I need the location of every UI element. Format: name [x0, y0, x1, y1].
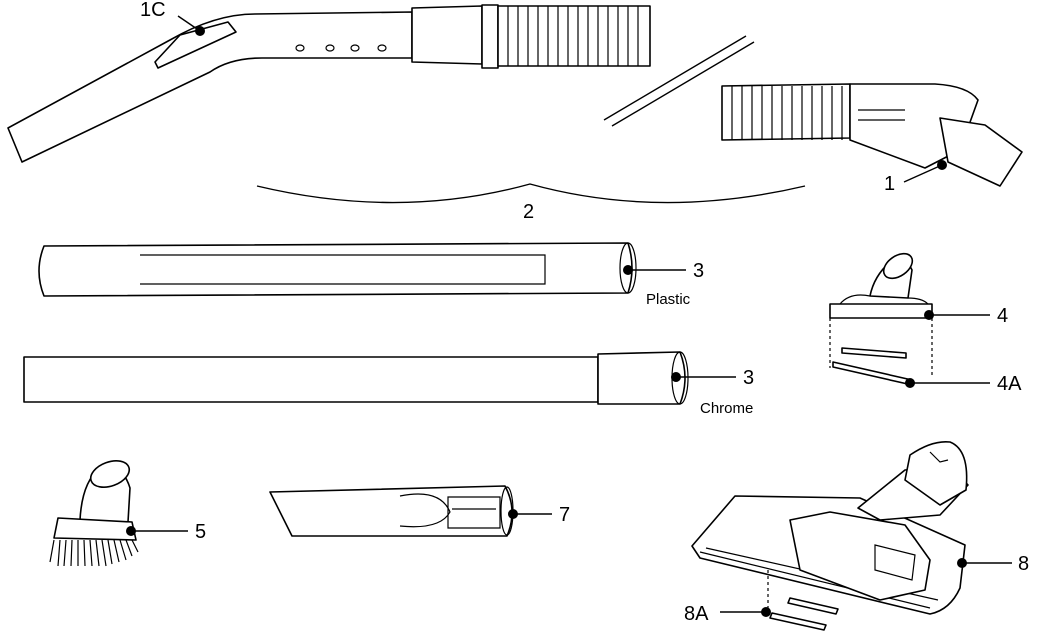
hose-swivel-end — [721, 83, 1023, 187]
label-7: 7 — [559, 504, 570, 526]
label-4a: 4A — [997, 373, 1022, 395]
upholstery-tool — [829, 252, 933, 319]
callout-line-1 — [903, 164, 943, 183]
label-4: 4 — [997, 305, 1008, 327]
crevice-tool — [269, 485, 514, 537]
label-3-chrome: 3 — [743, 367, 754, 389]
hose-break-line — [603, 35, 755, 127]
brush-strip-lower — [832, 361, 913, 386]
hose-wand-handle — [7, 4, 651, 163]
label-3-plastic: 3 — [693, 260, 704, 282]
label-3-plastic-material: Plastic — [646, 291, 691, 308]
extension-wand-plastic — [38, 242, 637, 297]
nozzle-strip-upper — [787, 597, 839, 615]
label-3-chrome-material: Chrome — [700, 400, 753, 417]
floor-nozzle — [691, 440, 969, 615]
hose-brace — [256, 183, 806, 204]
label-2: 2 — [523, 201, 534, 223]
label-8a: 8A — [684, 603, 709, 625]
label-8: 8 — [1018, 553, 1029, 575]
strip-guide-lines — [829, 318, 933, 378]
label-1c: 1C — [140, 0, 166, 21]
nozzle-strip-lower — [769, 612, 827, 631]
callout-line-1c — [177, 15, 201, 32]
label-5: 5 — [195, 521, 206, 543]
brush-strip-upper — [841, 347, 907, 359]
extension-wand-chrome — [23, 351, 689, 405]
dusting-brush — [49, 460, 139, 567]
label-1: 1 — [884, 173, 895, 195]
